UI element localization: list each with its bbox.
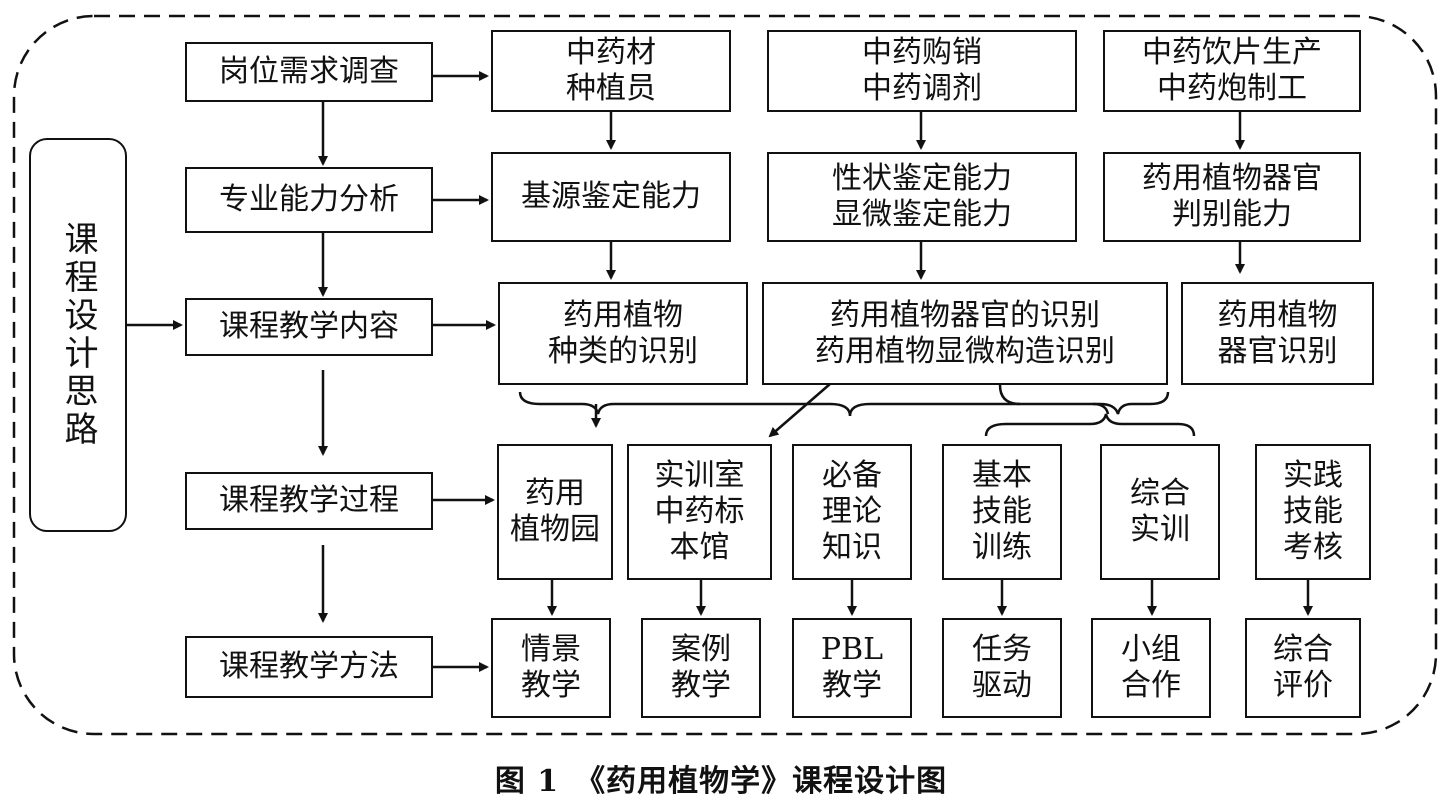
arrow-brace-to-lab (768, 383, 831, 438)
content-box-organ-microscopy: 药用植物器官的识别 药用植物显微构造识别 (762, 282, 1168, 385)
process-box-comprehensive: 综合 实训 (1100, 444, 1220, 580)
process-box-skill-training: 基本 技能 训练 (942, 444, 1062, 580)
brace-center-tick (1092, 402, 1110, 415)
ability-box-origin: 基源鉴定能力 (491, 152, 731, 242)
dashed-boundary (12, 14, 1438, 736)
job-box-processing: 中药饮片生产 中药炮制工 (1103, 30, 1361, 112)
process-box-theory: 必备 理论 知识 (792, 444, 912, 580)
process-box-lab-museum: 实训室 中药标 本馆 (627, 444, 772, 580)
ability-analysis-box: 专业能力分析 (185, 167, 433, 233)
process-box-assessment: 实践 技能 考核 (1255, 444, 1371, 580)
process-box-garden: 药用 植物园 (497, 444, 613, 580)
method-box-case: 案例 教学 (641, 618, 761, 718)
course-design-idea-box: 课程设计思路 (29, 138, 127, 532)
method-box-task: 任务 驱动 (942, 618, 1062, 718)
brace-tick-left (998, 384, 1021, 406)
method-box-pbl: PBL 教学 (792, 618, 912, 718)
method-box-group: 小组 合作 (1091, 618, 1211, 718)
method-box-situational: 情景 教学 (491, 618, 611, 718)
job-survey-box: 岗位需求调查 (185, 42, 433, 102)
connectors (127, 71, 1313, 672)
brace-lower-processes (984, 413, 1196, 437)
content-box-organ: 药用植物 器官识别 (1181, 282, 1374, 385)
job-box-sales: 中药购销 中药调剂 (767, 30, 1077, 112)
teaching-process-box: 课程教学过程 (185, 472, 433, 530)
teaching-method-box: 课程教学方法 (185, 636, 433, 698)
method-box-evaluation: 综合 评价 (1245, 618, 1361, 718)
teaching-content-box: 课程教学内容 (185, 298, 433, 356)
ability-box-organ: 药用植物器官 判别能力 (1103, 152, 1361, 242)
figure-caption: 图 1 《药用植物学》课程设计图 (494, 764, 948, 799)
job-box-grower: 中药材 种植员 (491, 30, 731, 112)
brace-contents-to-processes (518, 391, 1170, 417)
content-box-species: 药用植物 种类的识别 (498, 282, 748, 385)
ability-box-identification: 性状鉴定能力 显微鉴定能力 (767, 152, 1077, 242)
